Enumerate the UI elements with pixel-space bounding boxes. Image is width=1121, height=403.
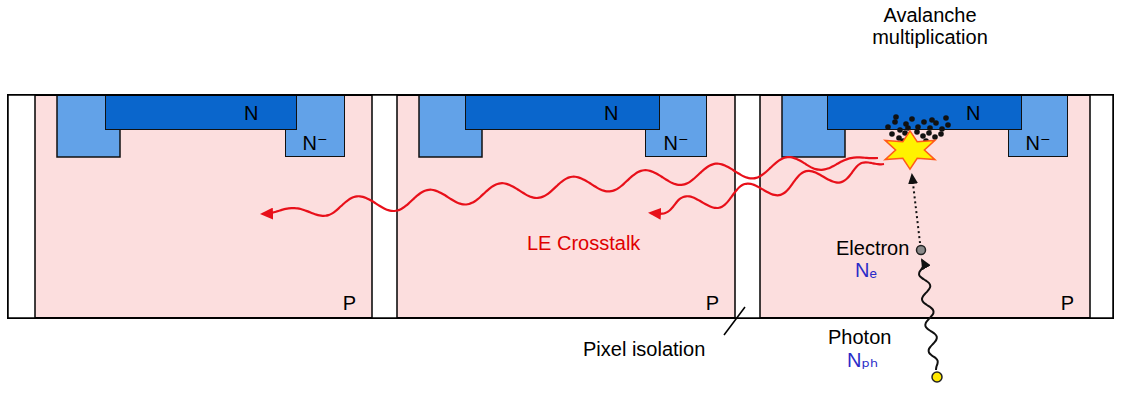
crosstalk-arrow: [650, 162, 884, 214]
p-region: P N⁻ N: [397, 95, 735, 318]
region-label: P: [343, 292, 356, 314]
region-label: N: [604, 102, 618, 124]
crosstalk-photons: [262, 157, 884, 216]
p-region: P N⁻ N: [35, 95, 372, 318]
symbol-label: Nₚₕ: [847, 349, 878, 371]
sensor-frame: [8, 95, 1113, 318]
n-plus-region: N: [105, 95, 297, 130]
isolation-trench: [8, 95, 35, 318]
photon-dot: [932, 372, 942, 382]
isolation-trench: [1090, 95, 1113, 318]
region-label: N⁻: [303, 132, 328, 154]
leader-line: [724, 307, 745, 335]
crosstalk-label: LE Crosstalk: [527, 232, 640, 254]
avalanche-burst: [885, 131, 935, 169]
n-plus-region: N: [827, 95, 1022, 130]
symbol-label: Nₑ: [855, 259, 877, 281]
p-region: P N⁻ N: [760, 95, 1090, 318]
n-plus-region: N: [465, 95, 660, 130]
electron-drift-arrow: [912, 175, 920, 243]
avalanche-carriers: [885, 114, 951, 144]
region-label: N⁻: [1026, 132, 1051, 154]
region-label: N⁻: [664, 132, 689, 154]
region-label: P: [1061, 292, 1074, 314]
incident-photon: [919, 260, 938, 370]
annotation: Photon: [828, 326, 891, 348]
annotation: Electron: [836, 237, 909, 259]
annotation: Pixel isolation: [583, 338, 705, 360]
region-label: P: [706, 292, 719, 314]
region-label: N: [244, 102, 258, 124]
electron-dot: [917, 246, 926, 255]
annotation: Avalanche multiplication: [855, 4, 1005, 48]
isolation-trench: [372, 95, 397, 318]
isolation-trench: [735, 95, 760, 318]
photon-arrow: [919, 260, 938, 370]
region-label: N: [966, 102, 980, 124]
crosstalk-arrow: [262, 157, 878, 216]
